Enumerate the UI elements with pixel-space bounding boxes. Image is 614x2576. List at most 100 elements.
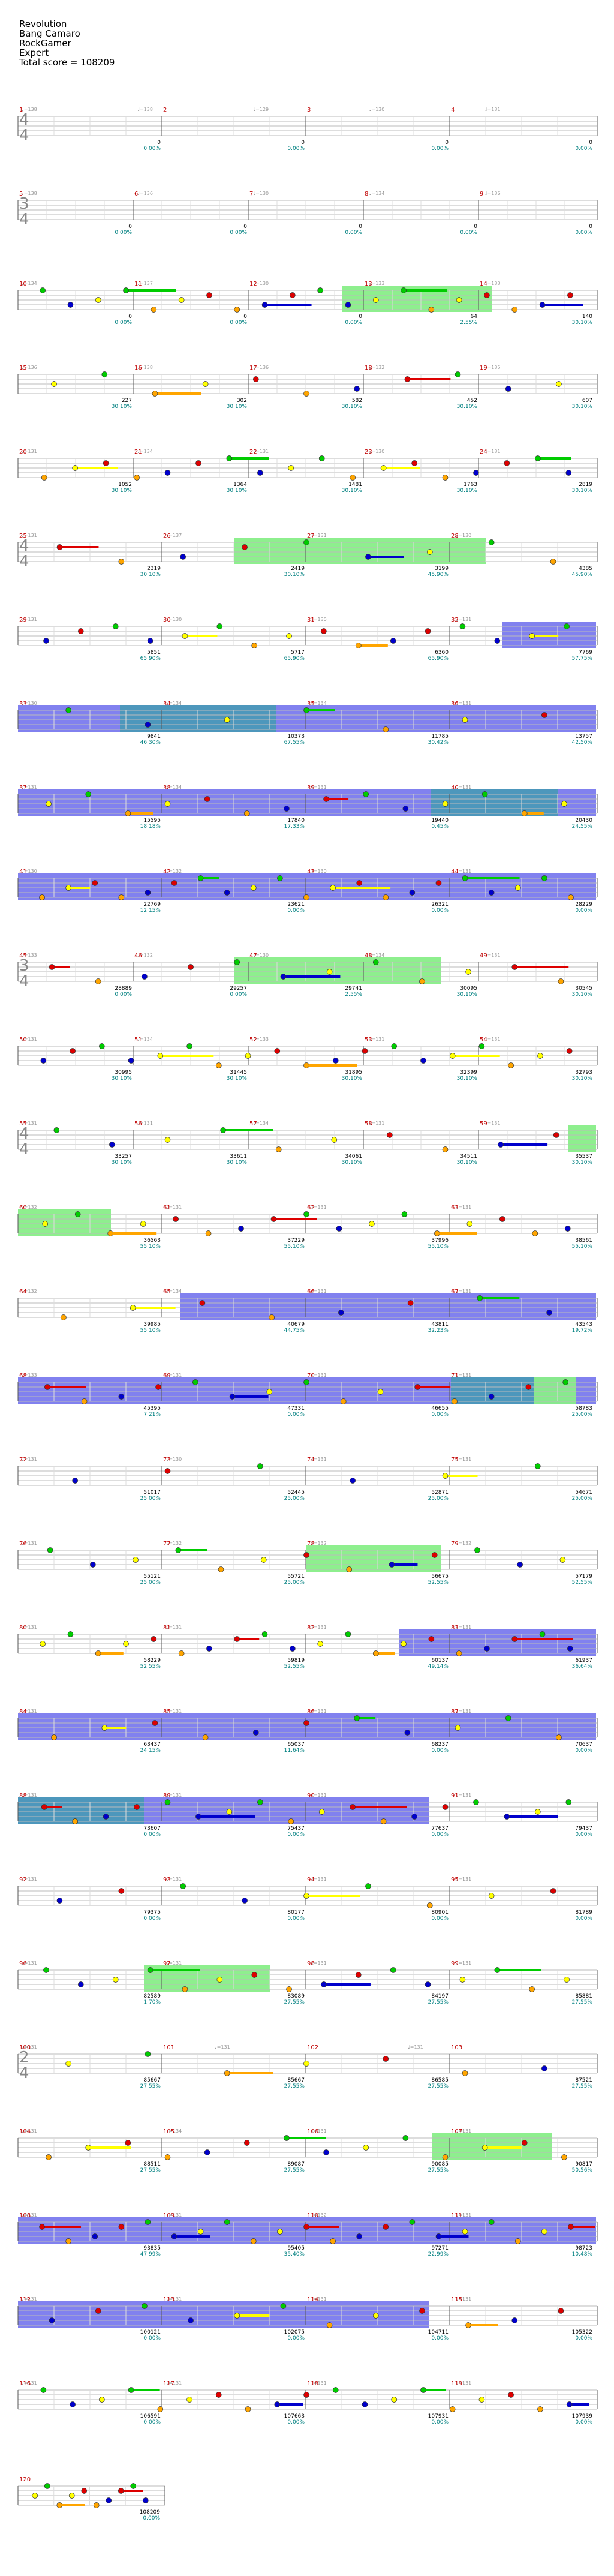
note-gem (462, 875, 468, 881)
time-signature-top: 3 (19, 957, 29, 975)
note-gem (488, 2219, 495, 2225)
measure-score: 98723 (575, 2245, 592, 2251)
note-gem (514, 885, 521, 891)
measure-number: 114 (307, 2296, 318, 2303)
note-gem (224, 890, 230, 896)
note-gem (140, 1221, 146, 1227)
measure-number: 3 (307, 107, 311, 113)
measure-percent: 30.10% (112, 488, 133, 494)
note-gem (41, 1804, 47, 1810)
note-gem (39, 894, 45, 900)
tempo-marker: ♩=131 (456, 2380, 472, 2386)
note-gem (284, 806, 290, 812)
section-highlight-combo (451, 1377, 534, 1404)
tempo-marker: ♩=130 (253, 953, 269, 958)
measure-score: 80177 (287, 1910, 305, 1916)
measure-score: 107931 (428, 2413, 449, 2419)
measure-score: 10373 (287, 734, 305, 740)
tempo-marker: ♩=131 (369, 1037, 385, 1042)
note-gem (303, 1062, 309, 1068)
note-gem (539, 302, 546, 308)
tempo-marker: ♩=131 (167, 1793, 182, 1798)
note-gem (188, 964, 194, 970)
note-gem (338, 1310, 344, 1316)
note-gem (428, 1636, 435, 1642)
note-gem (202, 381, 209, 387)
note-gem (157, 2406, 164, 2412)
measure-percent: 0.00% (143, 1916, 161, 1922)
measure-percent: 0.00% (287, 1916, 305, 1922)
measure-number: 4 (451, 107, 455, 113)
note-gem (226, 455, 233, 461)
note-gem (323, 2149, 329, 2155)
note-gem (234, 307, 240, 313)
measure-percent: 0.00% (143, 2335, 161, 2341)
note-gem (51, 1734, 57, 1740)
measure-number: 57 (249, 1121, 257, 1127)
note-gem (175, 1547, 182, 1553)
measure-score: 46655 (431, 1406, 449, 1412)
tempo-marker: ♩=131 (408, 2044, 423, 2050)
measure-number: 62 (307, 1205, 315, 1211)
measure-score: 15595 (143, 818, 161, 824)
note-gem (188, 2317, 194, 2323)
measure-number: 94 (307, 1877, 315, 1883)
measure-score: 55721 (287, 1574, 305, 1580)
measure-score: 31445 (230, 1070, 247, 1076)
note-gem (77, 628, 84, 634)
note-gem (74, 1211, 81, 1217)
measure-number: 36 (451, 701, 459, 707)
note-gem (356, 880, 363, 886)
measure-percent: 30.10% (112, 1160, 133, 1166)
tempo-marker: ♩=131 (311, 1205, 327, 1210)
note-gem (456, 297, 462, 303)
note-gem (277, 875, 283, 881)
note-gem (206, 292, 212, 298)
measure-score: 87521 (575, 2077, 592, 2083)
measure-number: 117 (163, 2380, 174, 2387)
measure-percent: 0.00% (287, 146, 305, 152)
measure-percent: 30.10% (227, 488, 248, 494)
note-gem (449, 2406, 456, 2412)
note-gem (180, 1883, 186, 1889)
section-highlight-combo (18, 1797, 144, 1824)
note-gem (488, 539, 495, 545)
note-gem (478, 2397, 485, 2403)
note-gem (442, 475, 449, 481)
measure-percent: 52.55% (140, 1664, 161, 1670)
tempo-marker: ♩=134 (253, 1121, 269, 1126)
note-gem (164, 801, 171, 807)
measure-score: 52445 (287, 1490, 305, 1496)
measure-number: 83 (451, 1625, 459, 1631)
measure-percent: 30.10% (457, 1160, 478, 1166)
note-gem (404, 1730, 411, 1736)
note-gem (286, 1986, 292, 1992)
note-gem (261, 1631, 268, 1637)
tempo-marker: ♩=138 (137, 107, 153, 112)
measure-number: 45 (19, 953, 27, 959)
measure-percent: 0.00% (287, 2335, 305, 2341)
note-gem (477, 1295, 483, 1301)
note-gem (250, 885, 257, 891)
note-gem (372, 959, 379, 965)
tempo-marker: ♩=131 (311, 2128, 327, 2134)
measure-number: 49 (480, 953, 487, 959)
note-gem (550, 1888, 556, 1894)
measure-score: 13757 (575, 734, 592, 740)
note-gem (171, 880, 177, 886)
measure-score: 81789 (575, 1910, 592, 1916)
note-gem (49, 2317, 55, 2323)
tempo-marker: ♩=135 (485, 365, 501, 370)
measure-percent: 2.55% (345, 992, 362, 998)
note-gem (499, 1216, 505, 1222)
measure-percent: 0.00% (431, 1916, 449, 1922)
note-gem (363, 791, 369, 797)
section-highlight-combo (431, 789, 558, 816)
note-gem (98, 2397, 105, 2403)
measure-percent: 7.21% (143, 1412, 161, 1418)
measure-number: 56 (134, 1121, 142, 1127)
measure-percent: 47.99% (140, 2251, 161, 2257)
note-gem (409, 890, 416, 896)
measure-score: 0 (474, 224, 477, 230)
note-gem (224, 2070, 230, 2076)
